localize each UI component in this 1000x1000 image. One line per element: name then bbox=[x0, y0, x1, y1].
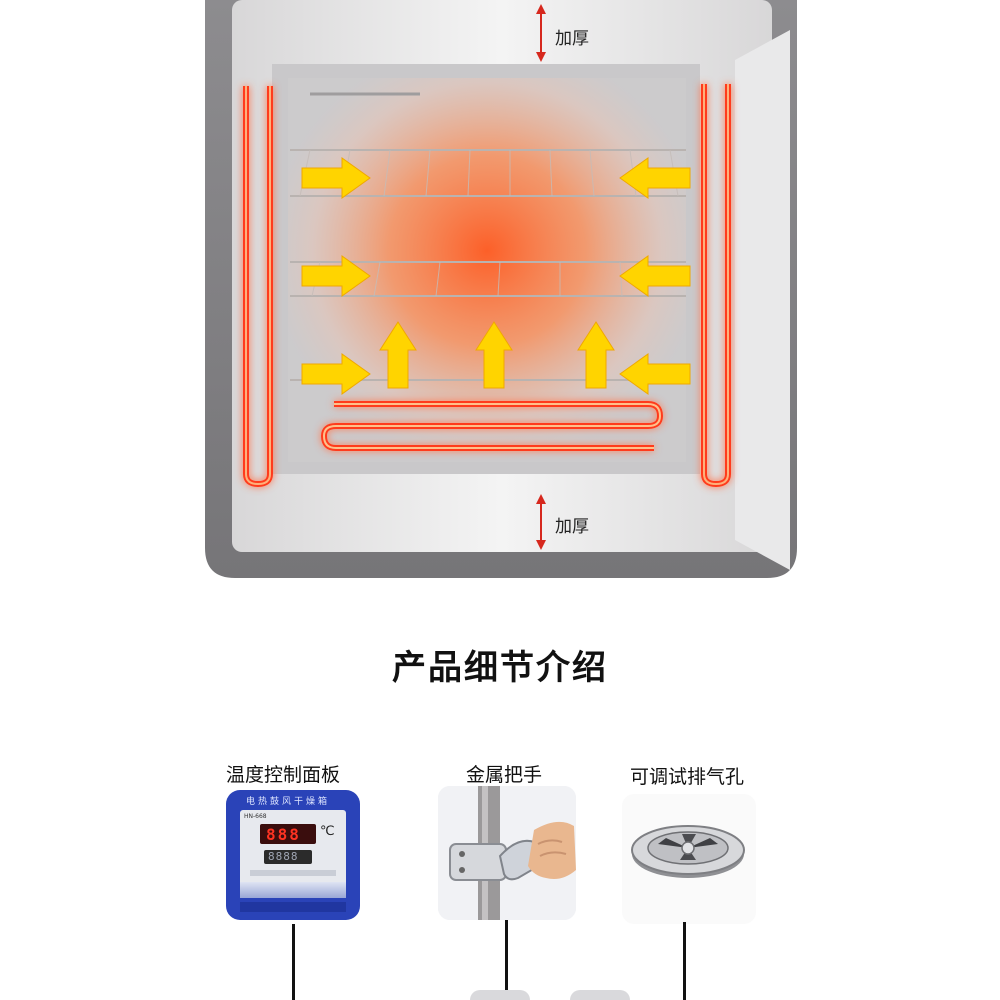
temperature-control-panel-image: 电热鼓风干燥箱 HN-668 888 ℃ 8888 bbox=[226, 790, 360, 920]
celsius-unit: ℃ bbox=[320, 824, 335, 839]
arrow-left-1 bbox=[619, 157, 691, 199]
arrow-left-3 bbox=[619, 353, 691, 395]
section-title: 产品细节介绍 bbox=[392, 648, 608, 688]
oven-svg bbox=[205, 0, 797, 578]
detail-label-vent: 可调试排气孔 bbox=[630, 766, 745, 788]
connector-line-control-panel bbox=[292, 924, 295, 1000]
side-heaters bbox=[243, 84, 731, 488]
arrow-left-2 bbox=[619, 255, 691, 297]
controller-face: HN-668 888 ℃ 8888 bbox=[240, 810, 346, 898]
thicken-label-top: 加厚 bbox=[555, 29, 589, 49]
arrow-up-2 bbox=[475, 321, 513, 389]
sub-display-digits: 8888 bbox=[268, 850, 299, 863]
metal-handle-image bbox=[438, 786, 576, 920]
panel-header: 电热鼓风干燥箱 bbox=[246, 797, 331, 807]
arrow-right-3 bbox=[301, 353, 371, 395]
temp-display: 888 bbox=[260, 824, 316, 844]
arrow-up-1 bbox=[379, 321, 417, 389]
thicken-label-bottom: 加厚 bbox=[555, 517, 589, 537]
adjustable-vent-image bbox=[622, 794, 756, 924]
detail-label-metal-handle: 金属把手 bbox=[466, 764, 543, 786]
oven-illustration bbox=[205, 0, 797, 578]
detail-label-control-panel: 温度控制面板 bbox=[226, 764, 341, 786]
door-edge bbox=[735, 30, 790, 570]
temp-display-digits: 888 bbox=[266, 825, 301, 844]
heat-flow-arrows bbox=[301, 157, 691, 395]
connector-line-vent bbox=[683, 922, 686, 1000]
thickness-markers bbox=[536, 4, 546, 550]
controller-model: HN-668 bbox=[244, 813, 267, 820]
arrow-right-1 bbox=[301, 157, 371, 199]
arrow-right-2 bbox=[301, 255, 371, 297]
connector-line-handle bbox=[505, 920, 508, 1000]
arrow-up-3 bbox=[577, 321, 615, 389]
bottom-heater bbox=[320, 401, 664, 451]
sub-display: 8888 bbox=[264, 850, 312, 864]
